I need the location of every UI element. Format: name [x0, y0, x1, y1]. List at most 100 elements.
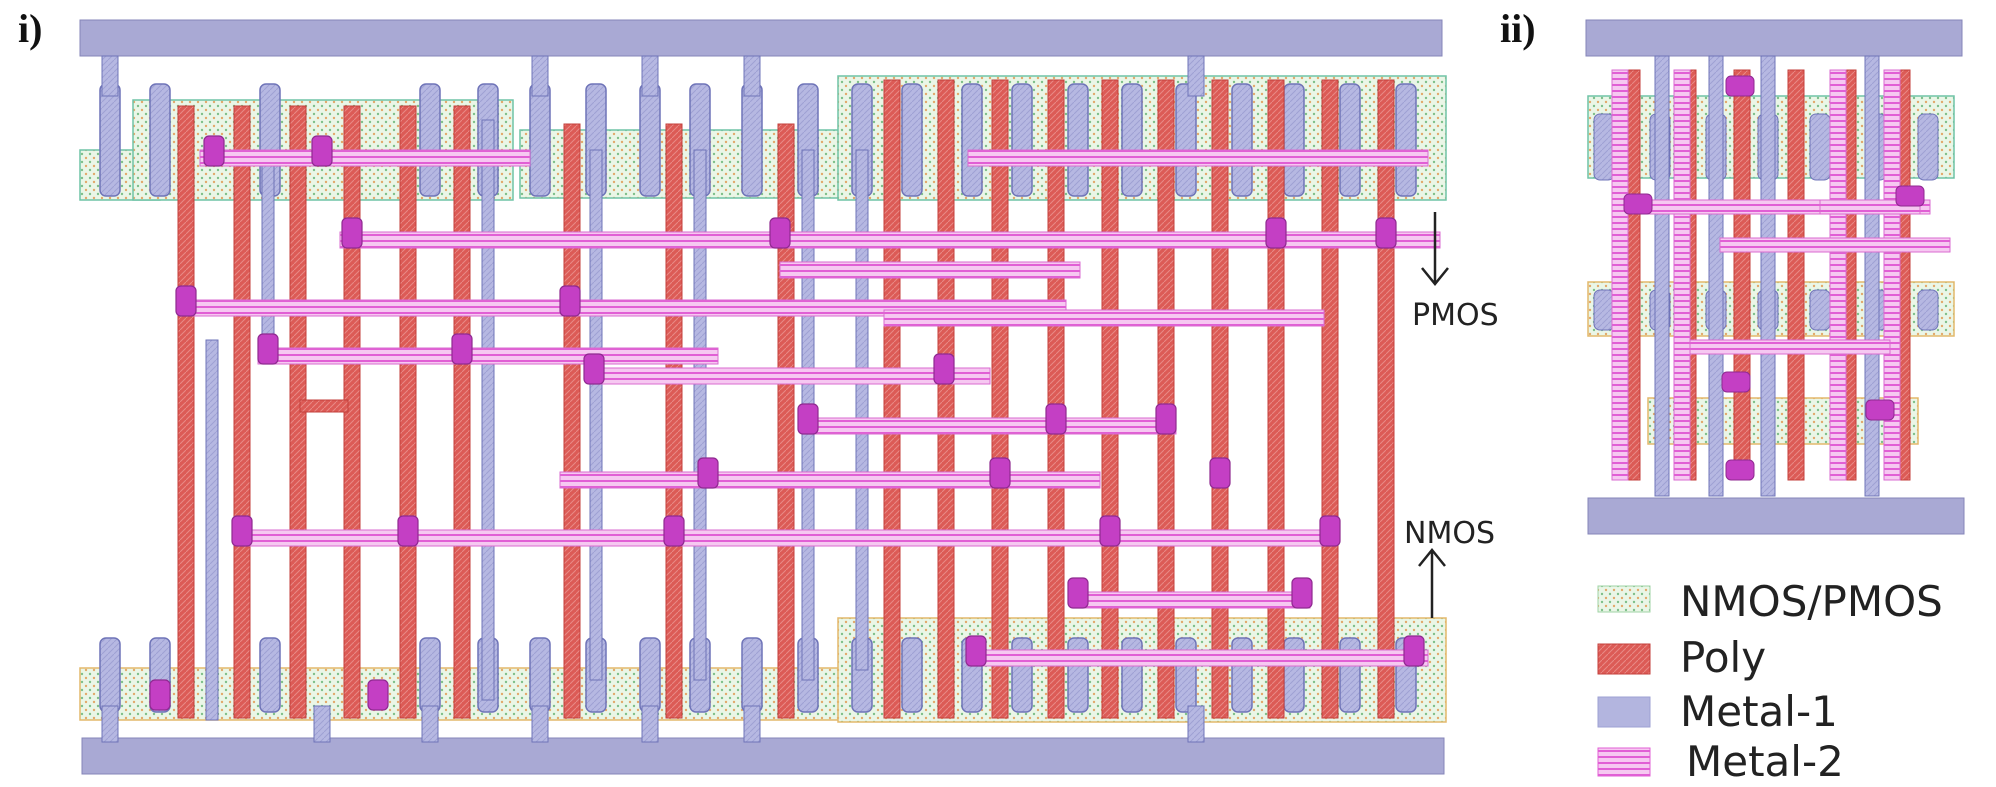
via-17 — [1209, 457, 1231, 489]
legend-item-metal2: Metal-2 — [1597, 737, 1844, 786]
m1-bottom-strap-20 — [1339, 637, 1361, 713]
ii-m1-mid-6 — [1917, 289, 1939, 331]
legend-label-metal1: Metal-1 — [1680, 687, 1838, 736]
m1-top-strap-16 — [1121, 83, 1143, 197]
m1-gnd-tap-2 — [421, 705, 439, 743]
ii-m1-vertical-2 — [1760, 55, 1776, 497]
m1-vertical-6 — [205, 339, 219, 721]
poly-gate-18 — [1377, 79, 1395, 719]
m1-vdd-tap-4 — [1187, 55, 1205, 97]
legend-swatch-metal1 — [1597, 696, 1651, 728]
ii-m1-top-4 — [1809, 113, 1831, 181]
poly-gate-12 — [1047, 79, 1065, 719]
poly-gate-6 — [563, 123, 581, 719]
via-26 — [367, 679, 389, 711]
ii-m2-vertical-1 — [1673, 69, 1691, 481]
legend-label-poly: Poly — [1680, 633, 1766, 682]
arrow-down-icon — [1421, 212, 1449, 286]
m2-track-1 — [339, 231, 1441, 249]
m1-top-strap-14 — [1011, 83, 1033, 197]
ii-m1-top-0 — [1593, 113, 1615, 181]
m2-track-0 — [199, 149, 531, 167]
ii-poly-gate-2 — [1733, 69, 1751, 481]
legend: NMOS/PMOS Poly Metal-1 Metal-2 — [1597, 577, 1943, 786]
m1-gnd-tap-5 — [743, 705, 761, 743]
m2-track-2 — [779, 261, 1081, 279]
via-7 — [1375, 217, 1397, 249]
m1-vertical-4 — [855, 149, 869, 671]
m1-top-strap-19 — [1283, 83, 1305, 197]
vdd-rail — [79, 19, 1443, 57]
via-23 — [1067, 577, 1089, 609]
ii-m1-mid-4 — [1809, 289, 1831, 331]
via-13 — [1045, 403, 1067, 435]
legend-swatch-active — [1597, 585, 1651, 613]
via-21 — [1099, 515, 1121, 547]
m2-track-6 — [589, 367, 991, 385]
m2-track-10 — [1079, 591, 1311, 609]
panel-ii-layout — [1585, 19, 1965, 535]
via-8 — [257, 333, 279, 365]
m1-top-strap-3 — [419, 83, 441, 197]
poly-gate-11 — [991, 79, 1009, 719]
m1-vdd-tap-0 — [101, 55, 119, 97]
m1-top-strap-0 — [99, 83, 121, 197]
ii-m2-track-1 — [1719, 237, 1951, 253]
ii-via-2 — [1895, 185, 1925, 207]
via-15 — [697, 457, 719, 489]
ii-m2-track-2 — [1819, 199, 1921, 215]
m1-bottom-strap-9 — [741, 637, 763, 713]
ii-poly-gate-3 — [1787, 69, 1805, 481]
via-16 — [989, 457, 1011, 489]
via-4 — [341, 217, 363, 249]
pmos-annotation: PMOS — [1412, 212, 1499, 333]
m1-bottom-strap-15 — [1067, 637, 1089, 713]
m1-gnd-tap-3 — [531, 705, 549, 743]
legend-label-active: NMOS/PMOS — [1680, 577, 1943, 626]
ii-via-4 — [1721, 371, 1751, 393]
poly-gate-13 — [1101, 79, 1119, 719]
via-22 — [1319, 515, 1341, 547]
legend-item-active: NMOS/PMOS — [1597, 577, 1943, 626]
m1-top-strap-7 — [639, 83, 661, 197]
poly-gate-16 — [1267, 79, 1285, 719]
via-18 — [231, 515, 253, 547]
via-2 — [175, 285, 197, 317]
m1-gnd-tap-1 — [313, 705, 331, 743]
via-1 — [311, 135, 333, 167]
gnd-rail — [81, 737, 1445, 775]
m1-top-strap-9 — [741, 83, 763, 197]
poly-gate-15 — [1211, 79, 1229, 719]
poly-layer — [177, 79, 1395, 719]
ii-vdd-rail — [1585, 19, 1963, 57]
poly-gate-5 — [453, 105, 471, 719]
m1-top-strap-5 — [529, 83, 551, 197]
poly-gate-4 — [399, 105, 417, 719]
poly-gate-1 — [233, 105, 251, 719]
via-20 — [663, 515, 685, 547]
m1-bottom-strap-7 — [639, 637, 661, 713]
m1-gnd-tap-4 — [641, 705, 659, 743]
via-12 — [797, 403, 819, 435]
m1-vertical-5 — [261, 159, 275, 361]
m1-vdd-tap-3 — [743, 55, 761, 97]
m1-vertical-0 — [481, 119, 495, 701]
via-5 — [769, 217, 791, 249]
ii-m1-vertical-3 — [1864, 55, 1880, 497]
arrow-up-icon — [1418, 548, 1446, 618]
m1-bottom-strap-17 — [1175, 637, 1197, 713]
m1-bottom-strap-19 — [1283, 637, 1305, 713]
via-19 — [397, 515, 419, 547]
m1-top-strap-13 — [961, 83, 983, 197]
ii-m1-top-6 — [1917, 113, 1939, 181]
m1-gnd-tap-6 — [1187, 705, 1205, 743]
m1-gnd-tap-0 — [101, 705, 119, 743]
m1-top-strap-15 — [1067, 83, 1089, 197]
via-6 — [1265, 217, 1287, 249]
ii-via-0 — [1725, 75, 1755, 97]
power-rails — [79, 19, 1445, 775]
poly-gate-10 — [937, 79, 955, 719]
m1-vdd-tap-2 — [641, 55, 659, 97]
panel-i-layout — [79, 19, 1447, 775]
m1-bottom-strap-16 — [1121, 637, 1143, 713]
